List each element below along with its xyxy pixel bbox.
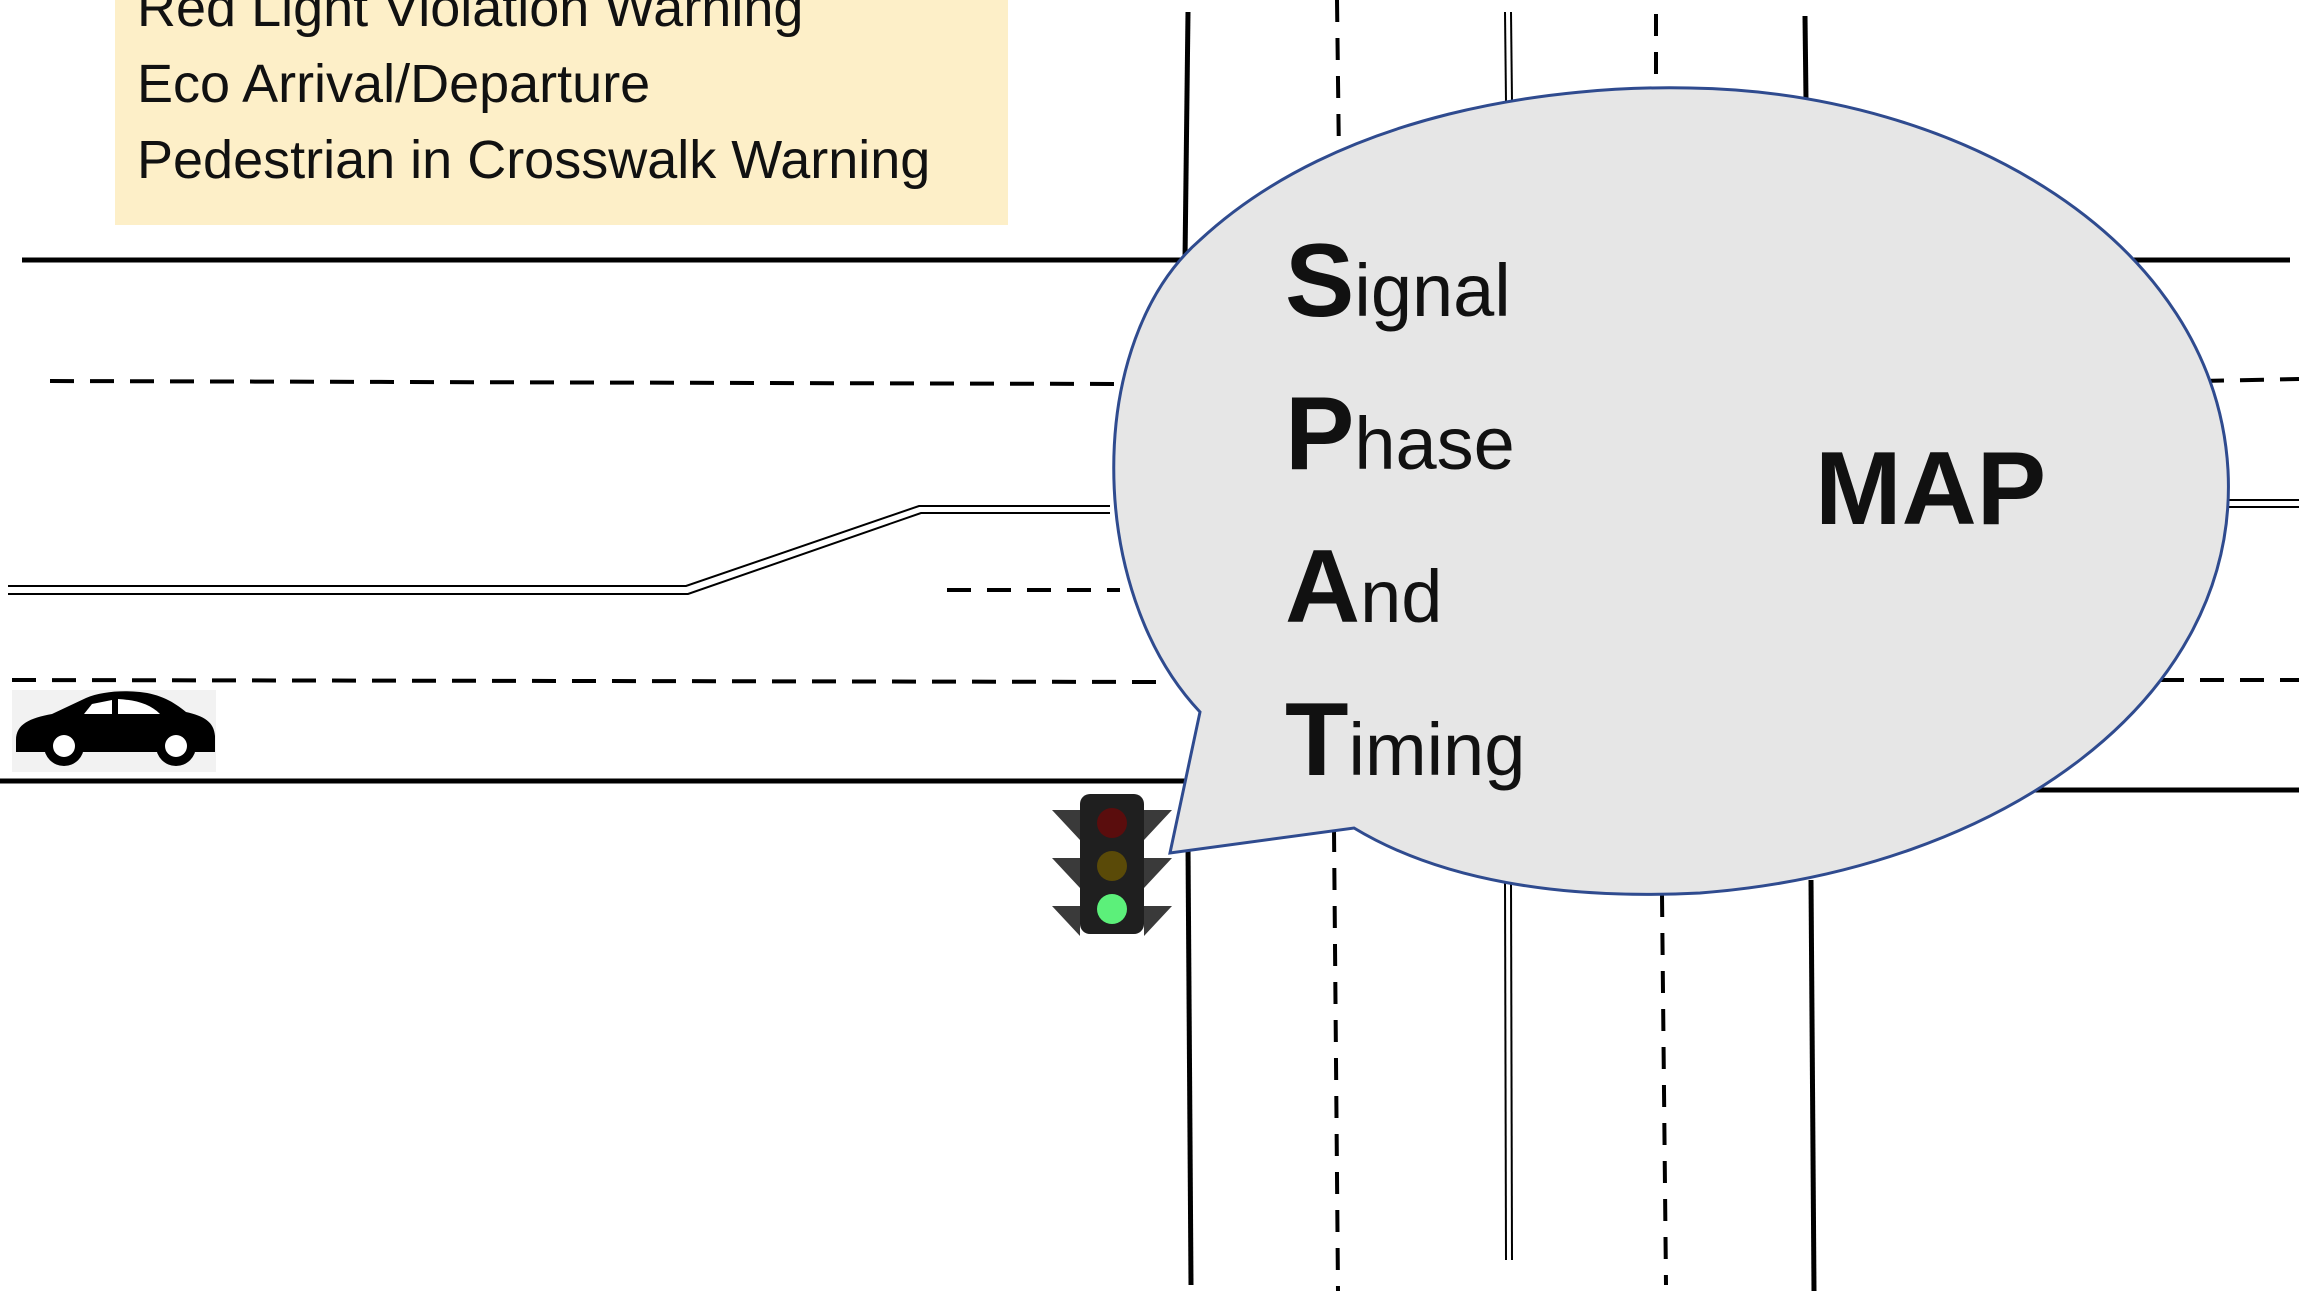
road-edge-left-top — [1182, 11, 1191, 261]
v-lane-dash-left-top — [1335, 0, 1341, 161]
amber-lamp — [1097, 851, 1127, 881]
lane-dash-lower — [11, 678, 1161, 684]
road-edge-right-top — [1802, 15, 1809, 101]
spat-line-signal: Signal — [1285, 223, 1511, 339]
red-lamp — [1097, 808, 1127, 838]
road-edge-right-bottom — [1808, 879, 1817, 1291]
v-lane-dash-left-bottom — [1332, 829, 1340, 1291]
application-pedestrian: Pedestrian in Crosswalk Warning — [137, 130, 931, 190]
traffic-light-icon — [1052, 794, 1172, 936]
road-edge-left-bottom — [1185, 844, 1194, 1286]
v-median-top-b — [1510, 11, 1513, 103]
v-lane-dash-right-bottom — [1660, 894, 1668, 1286]
car-icon — [12, 690, 216, 772]
application-eco-arrival: Eco Arrival/Departure — [137, 54, 651, 114]
spat-line-timing: Timing — [1285, 682, 1526, 798]
map-label: MAP — [1815, 431, 2047, 547]
vertical-road — [1182, 0, 1817, 1291]
horizontal-road — [0, 257, 2299, 793]
median-line-b — [8, 512, 1110, 595]
v-median-bottom-a — [1504, 879, 1507, 1261]
spat-line-phase: Phase — [1285, 376, 1515, 492]
spat-acronym: Signal Phase And Timing — [1285, 205, 1525, 817]
median-line-a — [8, 505, 1110, 587]
v-median-bottom-b — [1510, 879, 1513, 1261]
green-lamp — [1097, 894, 1127, 924]
v-median-top-a — [1504, 11, 1507, 103]
spat-line-and: And — [1285, 529, 1443, 645]
lane-dash-upper-right — [2199, 377, 2299, 383]
applications-box: Red Light Violation Warning Eco Arrival/… — [115, 0, 1008, 225]
application-red-light: Red Light Violation Warning — [137, 0, 804, 38]
spat-speech-bubble — [1112, 86, 2230, 896]
lane-dash-upper — [49, 379, 1121, 386]
